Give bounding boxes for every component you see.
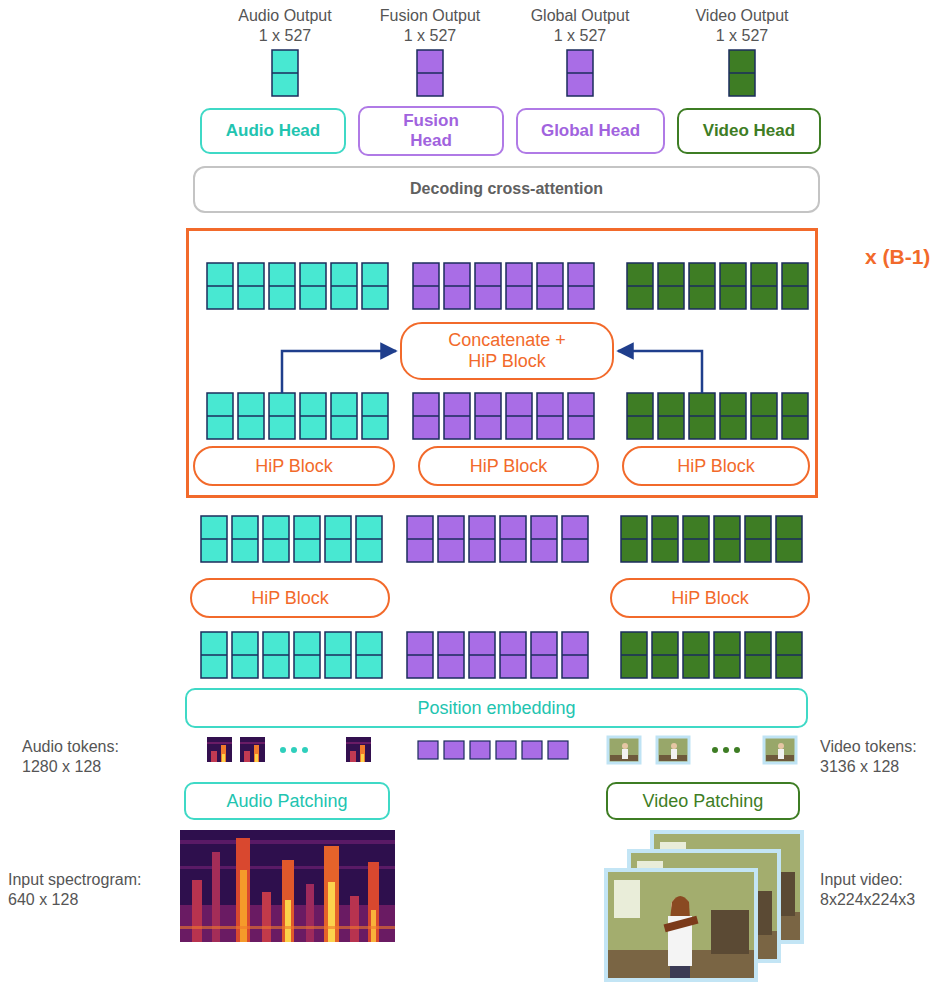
ellipsis-dot <box>734 747 740 753</box>
dimension-label: Video tokens: 3136 x 128 <box>820 737 918 777</box>
block-label: HiP Block <box>251 588 329 609</box>
hip-block: HiP Block <box>622 446 810 486</box>
dimension-label: Input video: 8x224x224x3 <box>820 870 904 910</box>
repeat-frame: x (B-1)Concatenate + HiP BlockHiP BlockH… <box>186 228 818 498</box>
output-label: Audio Output 1 x 527 <box>238 6 333 46</box>
token-row <box>201 516 802 562</box>
spectrogram-streak <box>192 880 202 942</box>
hip-block: HiP Block <box>610 578 810 618</box>
token-row <box>207 393 808 439</box>
block-label: Video Patching <box>643 791 764 812</box>
decoder-box: Decoding cross-attention <box>193 166 820 213</box>
head-box: Video Head <box>677 108 821 154</box>
spectrogram-band <box>180 926 395 929</box>
block-label: Global Head <box>541 121 640 141</box>
spectrogram-streak <box>306 884 314 942</box>
spectrogram-streak <box>368 862 379 942</box>
fusion-output-vector <box>417 50 443 96</box>
concat-arrow <box>618 351 702 393</box>
video-output-vector <box>729 50 755 96</box>
block-label: Audio Patching <box>226 791 347 812</box>
block-label: Decoding cross-attention <box>410 180 603 198</box>
head-box: Global Head <box>516 108 665 154</box>
ellipsis-dot <box>302 747 308 753</box>
ellipsis-dot <box>723 747 729 753</box>
video-patch <box>608 737 640 763</box>
embedding-box: Position embedding <box>185 688 808 728</box>
audio-patch <box>240 737 265 762</box>
global-output-vector <box>567 50 593 96</box>
token-row <box>201 632 802 678</box>
hip-block: HiP Block <box>193 446 395 486</box>
block-label: Fusion Head <box>391 111 471 150</box>
hip-block: HiP Block <box>418 446 599 486</box>
spectrogram-streak <box>282 860 294 942</box>
head-box: Fusion Head <box>358 106 504 155</box>
block-label: Audio Head <box>226 121 320 141</box>
fusion-input-token <box>496 741 516 759</box>
spectrogram-band <box>180 840 395 844</box>
video-frame <box>606 870 756 980</box>
block-label: Concatenate + HiP Block <box>442 330 572 371</box>
video-patch <box>764 737 796 763</box>
block-label: HiP Block <box>671 588 749 609</box>
spectrogram-streak <box>328 882 335 942</box>
block-label: HiP Block <box>470 456 548 477</box>
patching-box: Video Patching <box>606 782 800 820</box>
fusion-input-token <box>418 741 438 759</box>
output-label: Global Output 1 x 527 <box>530 6 630 46</box>
output-label: Video Output 1 x 527 <box>695 6 790 46</box>
block-label: Position embedding <box>417 698 575 719</box>
block-label: HiP Block <box>255 456 333 477</box>
audio-output-vector <box>272 50 298 96</box>
output-label: Fusion Output 1 x 527 <box>379 6 481 46</box>
video-patch <box>657 737 689 763</box>
fusion-input-token <box>522 741 542 759</box>
embedding-box: Audio Patching <box>184 782 390 820</box>
block-label: HiP Block <box>677 456 755 477</box>
spectrogram-streak <box>240 870 247 942</box>
input-spectrogram <box>180 830 395 942</box>
spectrogram-ground <box>180 830 395 942</box>
spectrogram-streak <box>262 892 271 942</box>
fusion-input-token <box>548 741 568 759</box>
block-label: Video Head <box>703 121 795 141</box>
hip-block: HiP Block <box>190 578 390 618</box>
ellipsis-dot <box>291 747 297 753</box>
concat-arrow <box>282 351 396 393</box>
audio-patch <box>207 737 232 762</box>
spectrogram-streak <box>350 896 359 942</box>
audio-patch <box>346 737 371 762</box>
spectrogram-streak <box>285 900 291 942</box>
token-row <box>207 263 808 309</box>
dimension-label: Audio tokens: 1280 x 128 <box>22 737 120 777</box>
dimension-label: Input spectrogram: 640 x 128 <box>8 870 143 910</box>
repeat-count: x (B-1) <box>865 245 930 269</box>
hip-block: Concatenate + HiP Block <box>400 322 614 380</box>
fusion-input-token <box>444 741 464 759</box>
ellipsis-dot <box>280 747 286 753</box>
ellipsis-dot <box>712 747 718 753</box>
head-box: Audio Head <box>200 108 346 154</box>
fusion-input-token <box>470 741 490 759</box>
